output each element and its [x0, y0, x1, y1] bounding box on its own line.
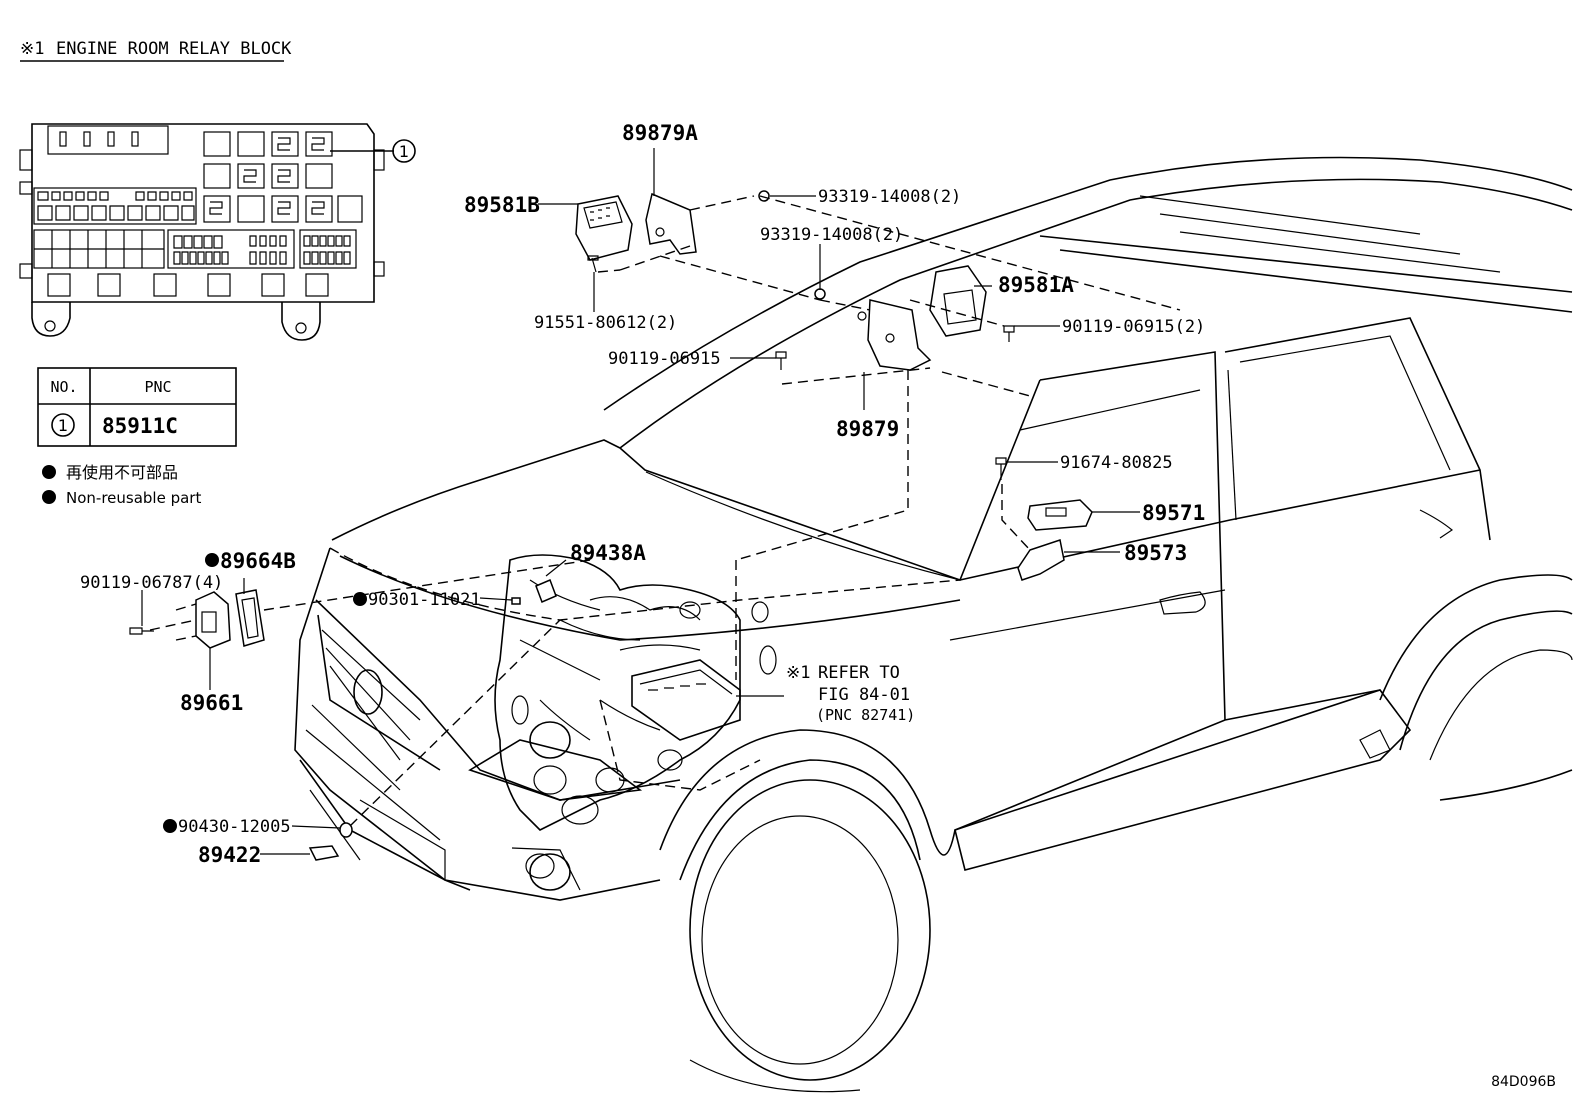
legend-jp: 再使用不可部品 [66, 463, 178, 482]
bolt-93319-14008-mid [814, 288, 826, 300]
relay-callout-number: 1 [399, 142, 409, 161]
bracket-89879A [645, 192, 697, 255]
vehicle-emblem [353, 669, 383, 715]
table-row-no: 1 [58, 416, 68, 435]
legend-dot-icon [42, 490, 56, 504]
upper-components [575, 190, 1181, 561]
label-89581A: 89581A [998, 273, 1074, 297]
refer-line2: FIG 84-01 [818, 685, 910, 705]
module-89571 [1027, 499, 1093, 531]
header-mark: ※1 [20, 39, 44, 59]
label-89581B: 89581B [464, 193, 540, 217]
label-89422: 89422 [198, 843, 261, 867]
table-row-pnc: 85911C [102, 414, 178, 438]
refer-line1: REFER TO [818, 663, 900, 683]
engine-relay-block [631, 659, 741, 741]
label-90301-11021: 90301-11021 [368, 590, 481, 610]
vehicle-outline [294, 156, 1573, 1093]
ecu-89581A [929, 265, 987, 337]
left-components [129, 559, 591, 861]
label-89879: 89879 [836, 417, 899, 441]
label-90119-06787: 90119-06787(4) [80, 573, 223, 593]
label-90119-06915: 90119-06915 [608, 349, 721, 369]
relay-callout-circle [392, 139, 416, 163]
sensor-89661 [195, 591, 231, 649]
refer-mark: ※1 [786, 663, 810, 683]
gasket-90430-12005 [339, 822, 353, 838]
callout-labels: 89879A 89581B 93319-14008(2) 93319-14008… [80, 121, 1205, 867]
label-89571: 89571 [1142, 501, 1205, 525]
right-components [995, 457, 1093, 581]
table-row-circle [51, 413, 75, 437]
callout-lines [141, 148, 1140, 855]
legend: 再使用不可部品 Non-reusable part [42, 463, 201, 507]
bolt-90119-06787 [129, 627, 154, 635]
nonreusable-dot-icon [353, 592, 367, 606]
nonreusable-dot-icon [163, 819, 177, 833]
bolt-91674-80825 [995, 457, 1007, 480]
label-89664B: 89664B [220, 549, 296, 573]
label-91674-80825: 91674-80825 [1060, 453, 1173, 473]
label-89438A: 89438A [570, 541, 646, 565]
label-90119-06915-2: 90119-06915(2) [1062, 317, 1205, 337]
screw-91551-80612 [587, 255, 599, 273]
bracket-89573 [1017, 539, 1065, 581]
pnc-table: NO. PNC 1 85911C [37, 367, 237, 447]
sensor-89438A [535, 579, 557, 603]
legend-en: Non-reusable part [66, 489, 201, 507]
bolt-93319-14008-top [758, 190, 770, 202]
label-93319-14008-mid: 93319-14008(2) [760, 225, 903, 245]
label-91551-80612: 91551-80612(2) [534, 313, 677, 333]
engine-bay [494, 554, 777, 831]
table-col-no: NO. [50, 378, 77, 396]
header-title: ENGINE ROOM RELAY BLOCK [56, 39, 292, 59]
label-89573: 89573 [1124, 541, 1187, 565]
label-89661: 89661 [180, 691, 243, 715]
figure-code: 84D096B [1491, 1074, 1556, 1090]
legend-dot-icon [42, 465, 56, 479]
relay-block-header: ※1 ENGINE ROOM RELAY BLOCK [20, 39, 292, 62]
bolt-90119-06915-2 [1003, 325, 1015, 342]
sensor-89422 [308, 845, 340, 861]
label-93319-14008-top: 93319-14008(2) [818, 187, 961, 207]
nonreusable-dot-icon [205, 553, 219, 567]
relay-block-drawing: 1 [19, 123, 416, 341]
front-wheel [689, 779, 931, 1081]
bolt-90119-06915 [775, 351, 787, 370]
label-89879A: 89879A [622, 121, 698, 145]
label-90430-12005: 90430-12005 [178, 817, 291, 837]
table-col-pnc: PNC [144, 378, 171, 396]
refer-line3: (PNC 82741) [816, 706, 915, 724]
bracket-89879 [867, 299, 932, 371]
ecu-89581B [575, 195, 633, 261]
